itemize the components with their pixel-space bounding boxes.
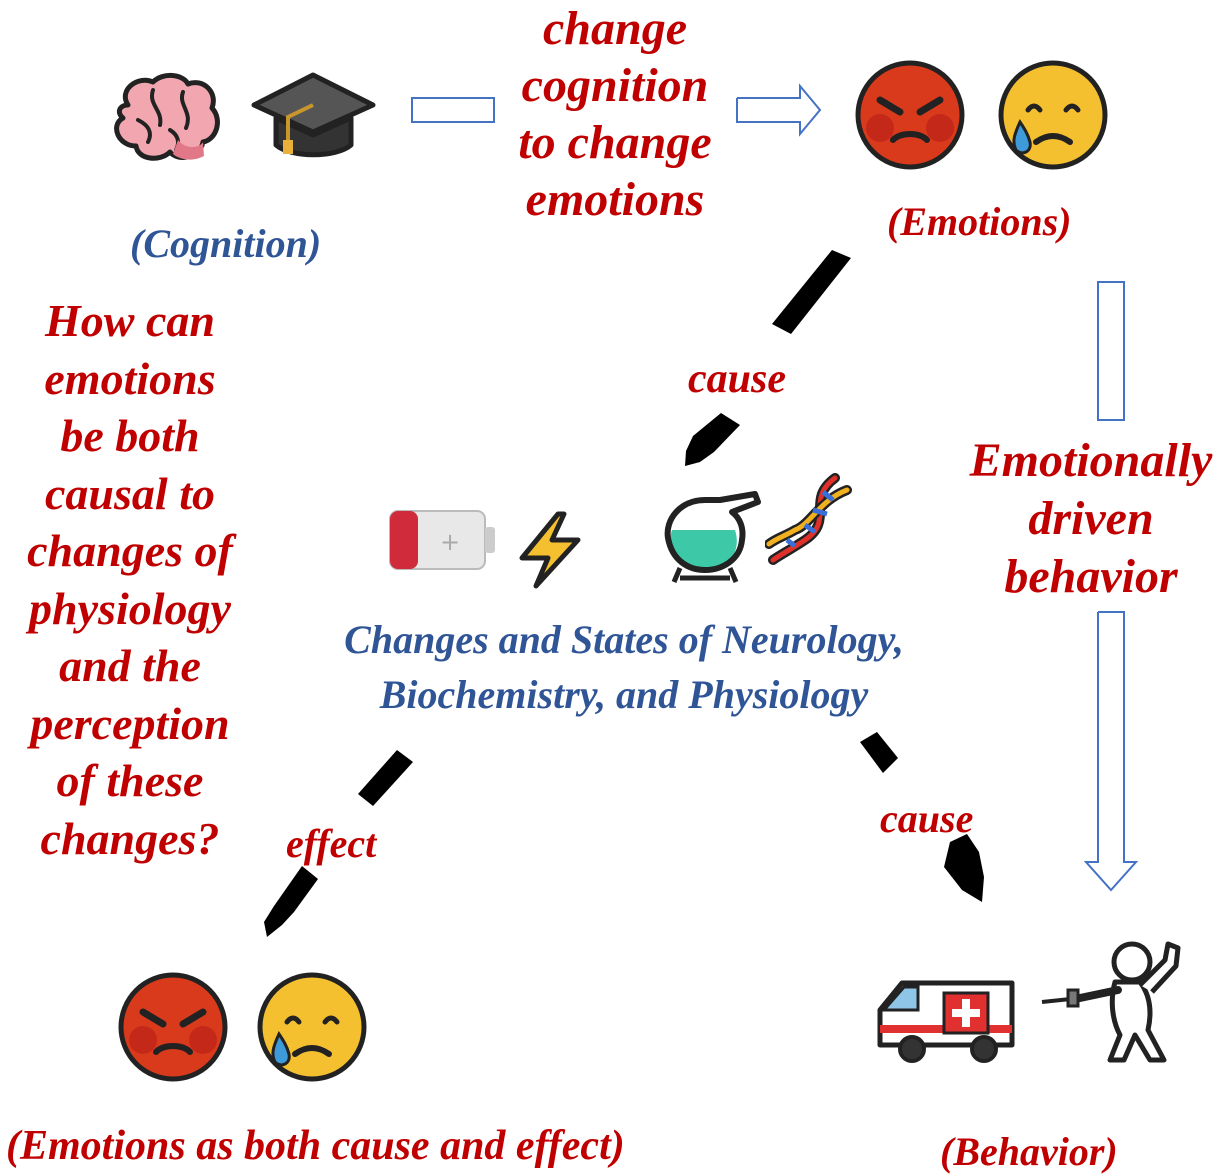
question-line: and the [59, 640, 201, 691]
physiology-line: Biochemistry, and Physiology [379, 672, 869, 717]
emotionally-line: driven [1028, 492, 1154, 545]
emotionally-line: behavior [1004, 550, 1178, 603]
cause-arrow-1 [685, 250, 851, 466]
emotionally-arrow-bottom-segment [1083, 611, 1139, 892]
question-line: changes? [40, 812, 220, 864]
fencer-icon [1041, 941, 1181, 1063]
question-line: causal to [45, 467, 215, 519]
dna-icon [765, 473, 852, 565]
emotionally-driven-label: Emotionally driven behavior [966, 432, 1216, 606]
brain-icon [114, 73, 220, 161]
question-line: be both [60, 410, 200, 461]
question-line: How can [45, 295, 215, 346]
emotionally-line: Emotionally [969, 434, 1213, 487]
cause-arrow-2 [860, 732, 984, 902]
question-line: physiology [29, 582, 231, 634]
question-line: perception [30, 697, 230, 749]
graduation-cap-icon [251, 72, 376, 158]
svg-text:+: + [440, 528, 460, 556]
question-line: emotions [44, 352, 216, 404]
angry-face-icon [855, 60, 965, 170]
cause-label-1: cause [688, 356, 786, 402]
change-arrow-left-segment [411, 97, 495, 123]
change-arrow-right-segment [736, 83, 822, 137]
change-label-line: emotions [525, 173, 705, 226]
battery-icon: + [389, 510, 495, 570]
physiology-line: Changes and States of Neurology, [344, 617, 904, 662]
change-label-line: change [543, 2, 687, 55]
change-label-line: to change [518, 116, 712, 169]
question-label: How can emotions be both causal to chang… [5, 292, 255, 867]
change-label-line: cognition [521, 59, 709, 112]
physiology-label: Changes and States of Neurology, Biochem… [318, 612, 930, 722]
flask-icon [664, 491, 761, 583]
question-line: of these [56, 755, 204, 806]
emotions-label: (Emotions) [887, 199, 1072, 244]
angry-face-icon [118, 972, 228, 1082]
emotionally-driven-arrow [1083, 281, 1139, 892]
crying-face-icon [257, 972, 367, 1082]
behavior-label: (Behavior) [940, 1129, 1118, 1174]
effect-arrow [264, 750, 413, 937]
change-label: change cognition to change emotions [505, 0, 725, 228]
change-arrow [411, 83, 822, 137]
effect-label: effect [286, 821, 377, 866]
cognition-label: (Cognition) [130, 221, 322, 266]
crying-face-icon [998, 60, 1108, 170]
lightning-icon [519, 511, 581, 589]
cause-label-2: cause [880, 796, 974, 841]
emotionally-arrow-top-segment [1097, 281, 1125, 421]
ambulance-icon [877, 980, 1015, 1063]
question-line: changes of [27, 525, 233, 576]
emotions-both-label: (Emotions as both cause and effect) [6, 1123, 625, 1169]
